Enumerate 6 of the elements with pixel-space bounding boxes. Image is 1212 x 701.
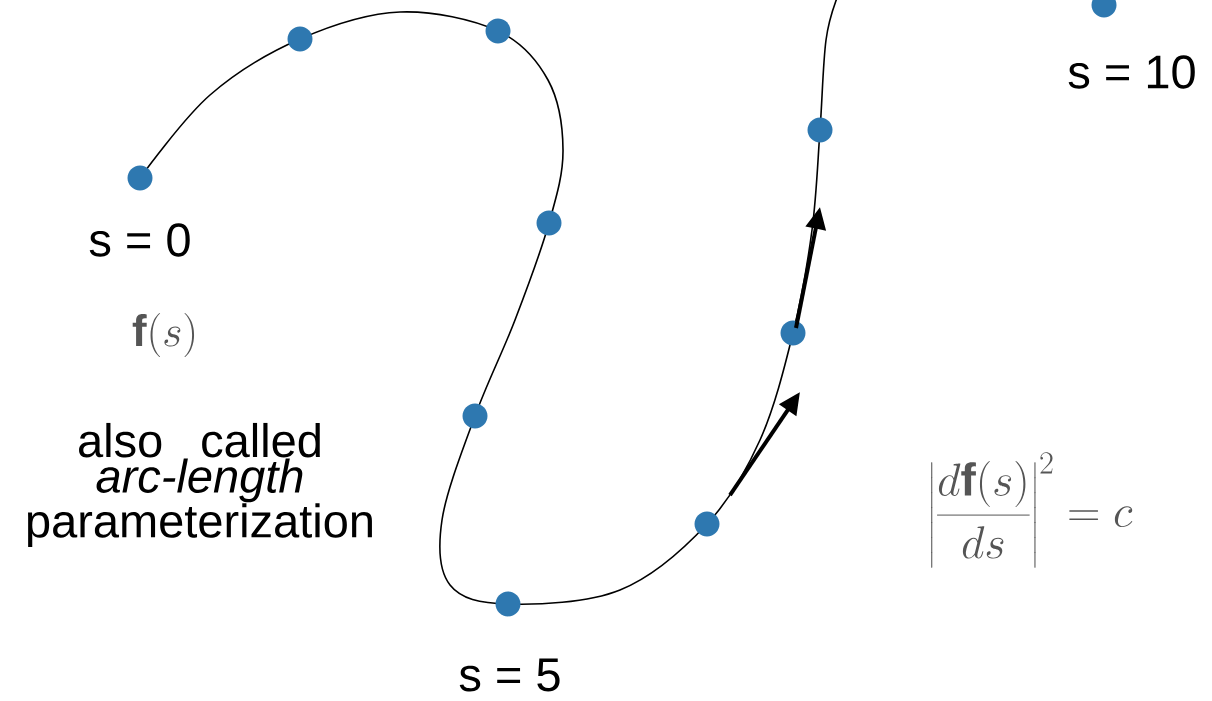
position-label: s = 5 xyxy=(459,658,560,692)
caption-text: also called arc-length parameterization xyxy=(28,422,372,548)
position-label: s = 10 xyxy=(1068,55,1195,89)
formula: $\left|\frac{d\mathbf{f}(s)}{ds}\right|^2 = c$ xyxy=(931,452,1133,568)
position-label: s = 0 xyxy=(89,223,190,257)
formula: $\mathbf{f}(s)$ xyxy=(132,313,195,357)
